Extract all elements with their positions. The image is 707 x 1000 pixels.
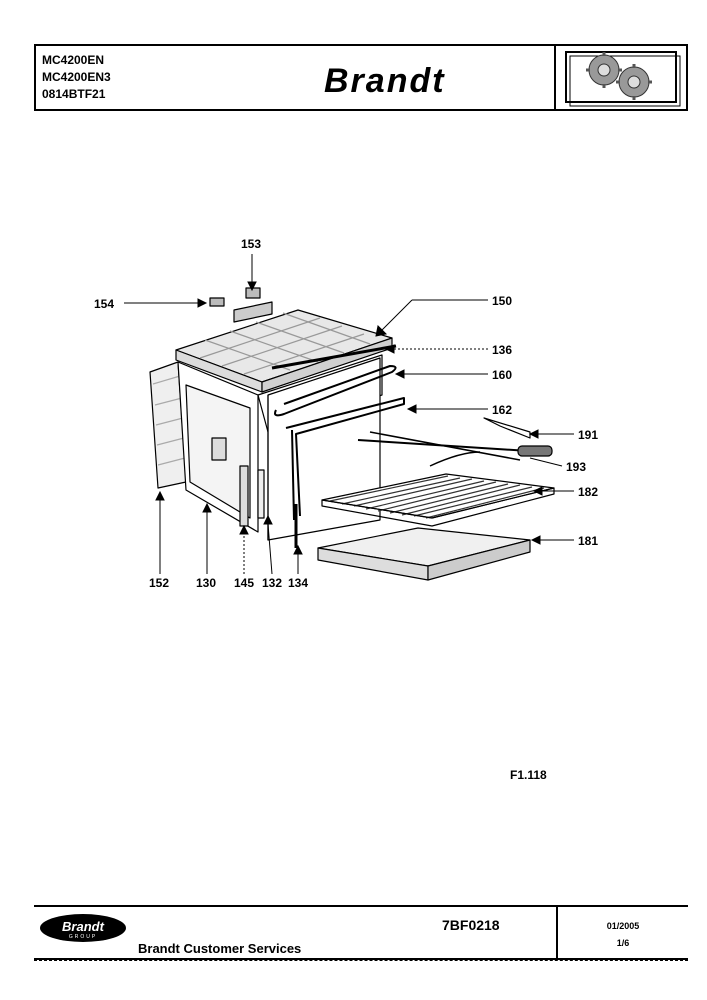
model-number: MC4200EN3	[42, 70, 111, 84]
part-label-193: 193	[566, 460, 587, 474]
wire-shelf	[321, 473, 555, 527]
footer-brand-logo: Brandt GROUP	[40, 914, 126, 942]
side-insulation-panel	[149, 361, 187, 489]
document-header: MC4200EN MC4200EN3 0814BTF21 Brandt	[34, 44, 688, 111]
heating-elements	[271, 344, 397, 417]
part-label-181: 181	[578, 534, 599, 548]
footer-logo-sub: GROUP	[68, 934, 98, 940]
part-label-134: 134	[288, 576, 309, 590]
document-footer: Brandt GROUP Brandt Customer Services 7B…	[34, 905, 688, 960]
circular-element	[285, 397, 405, 521]
brand-logo: Brandt	[324, 62, 446, 100]
part-label-153: 153	[241, 237, 262, 251]
rotisserie-spit	[357, 417, 553, 467]
model-number: 0814BTF21	[42, 87, 106, 101]
gears-icon	[565, 51, 681, 107]
thermostat-bracket	[209, 287, 273, 323]
part-label-154: 154	[94, 297, 115, 311]
footer-rule	[34, 960, 688, 961]
part-label-152: 152	[149, 576, 170, 590]
part-label-191: 191	[578, 428, 599, 442]
gears-logo-box	[554, 46, 686, 109]
part-label-150: 150	[492, 294, 513, 308]
model-list: MC4200EN MC4200EN3 0814BTF21	[42, 52, 111, 103]
part-label-160: 160	[492, 368, 513, 382]
document-date: 01/2005	[606, 921, 640, 931]
footer-logo-text: Brandt	[62, 919, 104, 934]
part-label-132: 132	[262, 576, 283, 590]
model-number: MC4200EN	[42, 53, 105, 67]
part-label-130: 130	[196, 576, 217, 590]
customer-services-label: Brandt Customer Services	[138, 941, 302, 956]
part-label-162: 162	[492, 403, 513, 417]
part-label-145: 145	[234, 576, 255, 590]
document-reference: 7BF0218	[442, 917, 500, 933]
figure-reference: F1.118	[510, 768, 547, 782]
part-label-182: 182	[578, 485, 599, 499]
drip-tray	[317, 527, 531, 581]
date-page-box: 01/2005 1/6	[556, 907, 688, 958]
page-number: 1/6	[616, 938, 630, 948]
part-label-136: 136	[492, 343, 513, 357]
